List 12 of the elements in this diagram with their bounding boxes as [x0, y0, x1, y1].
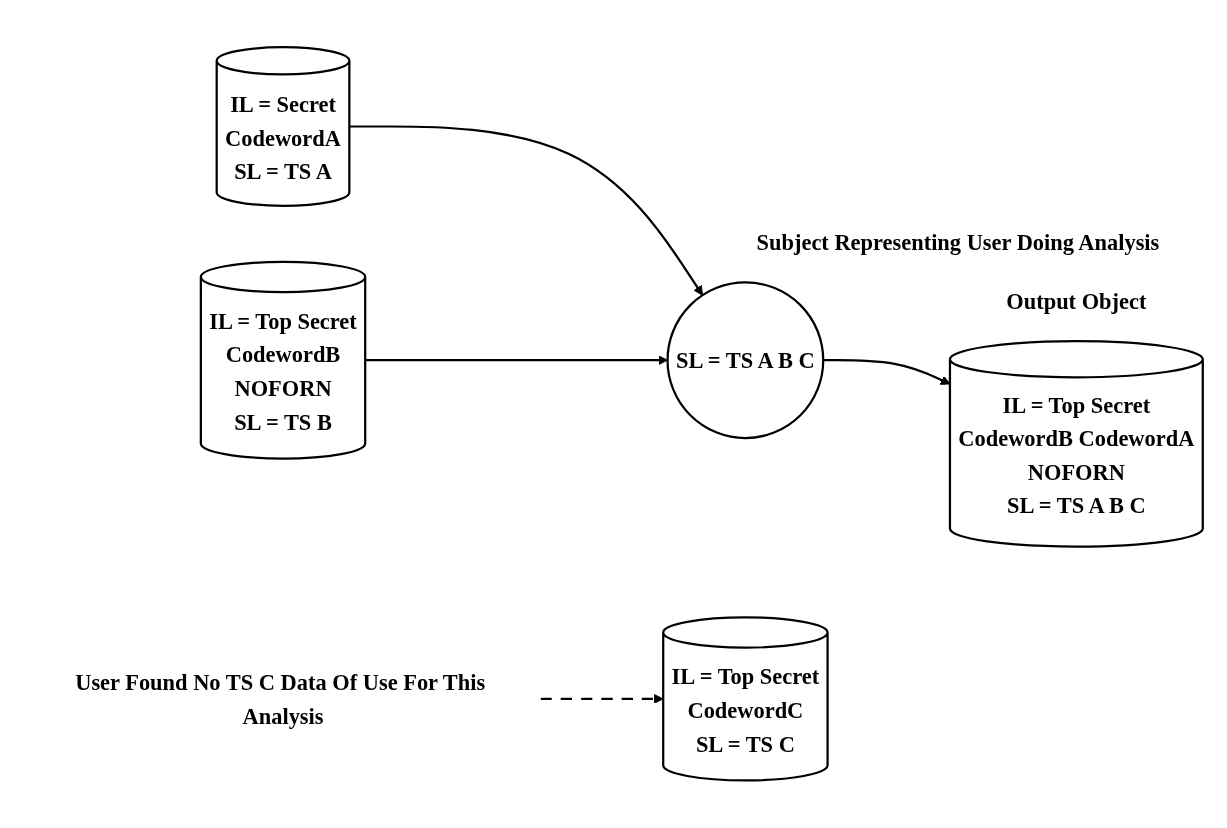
process-circle: SL = TS A B C [665, 281, 824, 440]
database-cylinder: IL = Top Secret CodewordC SL = TS C [661, 616, 829, 782]
arrow [822, 359, 950, 385]
note-text: User Found No TS C Data Of Use For This Analysis [74, 669, 485, 729]
database-cylinder: IL = Top Secret CodewordB NOFORN SL = TS B [199, 260, 366, 460]
database-cylinder: IL = Top Secret CodewordB CodewordA NOFORN SL = TS A B C [948, 340, 1204, 548]
caption-text: Output Object [1005, 288, 1146, 314]
arrow [364, 355, 668, 366]
caption-text: Subject Representing User Doing Analysis [756, 229, 1159, 255]
database-cylinder: IL = Secret CodewordA SL = TS A [215, 46, 350, 208]
arrow [540, 694, 664, 704]
arrow [348, 125, 703, 296]
